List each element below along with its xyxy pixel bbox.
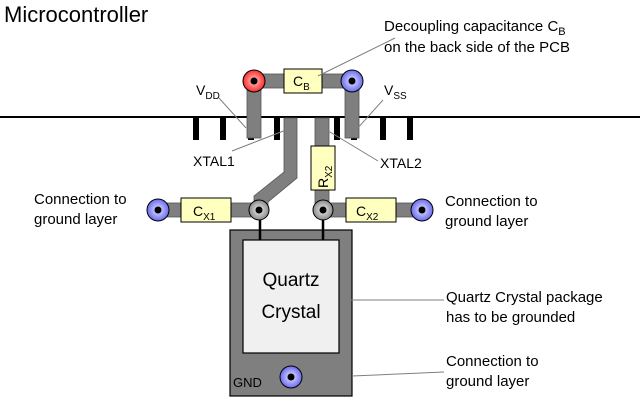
crystal-pad-right	[312, 199, 334, 221]
leader-xtal2	[324, 128, 379, 162]
resistor-rx2-label: RX2	[315, 165, 335, 188]
decoupling-note-line1: Decoupling capacitance CB	[384, 18, 566, 38]
ground-via-left	[146, 198, 170, 222]
ic-pin	[380, 118, 386, 140]
gnd-label: GND	[233, 375, 262, 390]
ic-pin	[407, 118, 413, 140]
note-package-line1: Quartz Crystal package	[446, 289, 603, 306]
capacitor-cx2-label: CX2	[356, 203, 379, 223]
package-ground-via	[279, 365, 303, 389]
pin-label-xtal1: XTAL1	[193, 153, 235, 169]
microcontroller-title: Microcontroller	[4, 2, 148, 27]
capacitor-cx2	[345, 197, 397, 223]
ic-pin	[334, 118, 340, 140]
vdd-via	[242, 69, 266, 93]
note-ground-bottom-line1: Connection to	[446, 353, 539, 370]
crystal-label-line2: Crystal	[261, 302, 320, 323]
leader-ground-bottom	[351, 371, 445, 377]
leader-vss	[355, 99, 384, 131]
capacitor-cb-label: CB	[293, 73, 310, 93]
crystal-label-line1: Quartz	[262, 270, 319, 291]
note-package-line2: has to be grounded	[446, 309, 575, 326]
leader-decoupling	[317, 37, 396, 77]
ground-via-right	[410, 198, 434, 222]
decoupling-note-line2: on the back side of the PCB	[384, 39, 570, 56]
ic-pin	[220, 118, 226, 140]
note-ground-right-line1: Connection to	[445, 193, 538, 210]
leader-lines	[218, 37, 445, 377]
leader-xtal1	[231, 129, 287, 152]
crystal-pad-left	[248, 199, 270, 221]
pin-label-xtal2: XTAL2	[380, 155, 422, 171]
ic-pin	[274, 118, 280, 140]
capacitor-cx1	[180, 197, 232, 223]
note-ground-left-line2: ground layer	[34, 211, 117, 228]
note-ground-right-line2: ground layer	[445, 213, 528, 230]
note-ground-bottom-line2: ground layer	[446, 373, 529, 390]
capacitor-cx1-label: CX1	[193, 203, 216, 223]
resistor-rx2	[310, 145, 336, 191]
pin-label-vss: VSS	[384, 82, 407, 102]
quartz-crystal-body	[242, 239, 340, 354]
pin-label-vdd: VDD	[196, 82, 220, 102]
leader-vdd	[218, 97, 247, 129]
ic-pin	[193, 118, 199, 140]
vss-via	[340, 69, 364, 93]
capacitor-cb	[283, 68, 323, 94]
note-ground-left-line1: Connection to	[34, 191, 127, 208]
ic-pins	[193, 118, 413, 140]
